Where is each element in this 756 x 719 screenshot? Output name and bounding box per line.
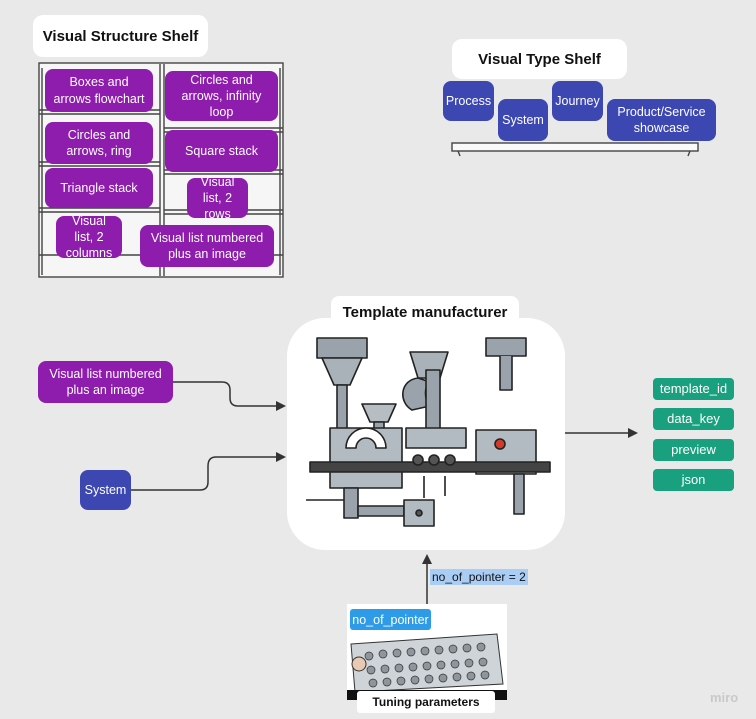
manufacturer-title-card: Template manufacturer	[331, 296, 519, 328]
output-data-key[interactable]: data_key	[653, 408, 734, 430]
output-preview[interactable]: preview	[653, 439, 734, 461]
type-item-system[interactable]: System	[498, 99, 548, 141]
tuning-arrow-label[interactable]: no_of_pointer = 2	[430, 569, 528, 585]
type-shelf-title-card[interactable]: Visual Type Shelf	[452, 39, 627, 79]
output-json[interactable]: json	[653, 469, 734, 491]
miro-watermark: miro	[710, 690, 739, 705]
structure-shelf-title-card[interactable]: Visual Structure Shelf	[33, 15, 208, 57]
structure-item-square-stack[interactable]: Square stack	[165, 130, 278, 172]
structure-item-triangle-stack[interactable]: Triangle stack	[45, 168, 153, 208]
structure-shelf-title: Visual Structure Shelf	[42, 27, 199, 45]
input-structure-sticky[interactable]: Visual list numbered plus an image	[38, 361, 173, 403]
type-item-journey[interactable]: Journey	[552, 81, 603, 121]
structure-item-visual-list-2-columns[interactable]: Visual list, 2 columns	[56, 214, 122, 260]
structure-item-visual-list-2-rows[interactable]: Visual list, 2 rows	[187, 175, 248, 221]
structure-item-infinity-loop[interactable]: Circles and arrows, infinity loop	[165, 71, 278, 121]
shelf-illustration	[451, 142, 699, 157]
structure-item-numbered-plus-image[interactable]: Visual list numbered plus an image	[140, 225, 274, 267]
type-item-process[interactable]: Process	[443, 81, 494, 121]
input-type-sticky[interactable]: System	[80, 470, 131, 510]
arrow-type-to-manufacturer	[131, 452, 286, 491]
type-item-product-showcase[interactable]: Product/Service showcase	[607, 99, 716, 141]
structure-item-boxes-arrows[interactable]: Boxes and arrows flowchart	[45, 69, 153, 112]
tuning-caption-card: Tuning parameters	[357, 691, 495, 713]
type-shelf-title: Visual Type Shelf	[478, 50, 601, 68]
arrow-structure-to-manufacturer	[173, 381, 286, 411]
manufacturer-title: Template manufacturer	[342, 303, 508, 321]
output-template-id[interactable]: template_id	[653, 378, 734, 400]
tuning-pointer-badge[interactable]: no_of_pointer	[350, 609, 431, 630]
factory-machine-illustration	[306, 337, 551, 527]
tuning-caption: Tuning parameters	[372, 695, 480, 709]
structure-item-ring[interactable]: Circles and arrows, ring	[45, 122, 153, 164]
